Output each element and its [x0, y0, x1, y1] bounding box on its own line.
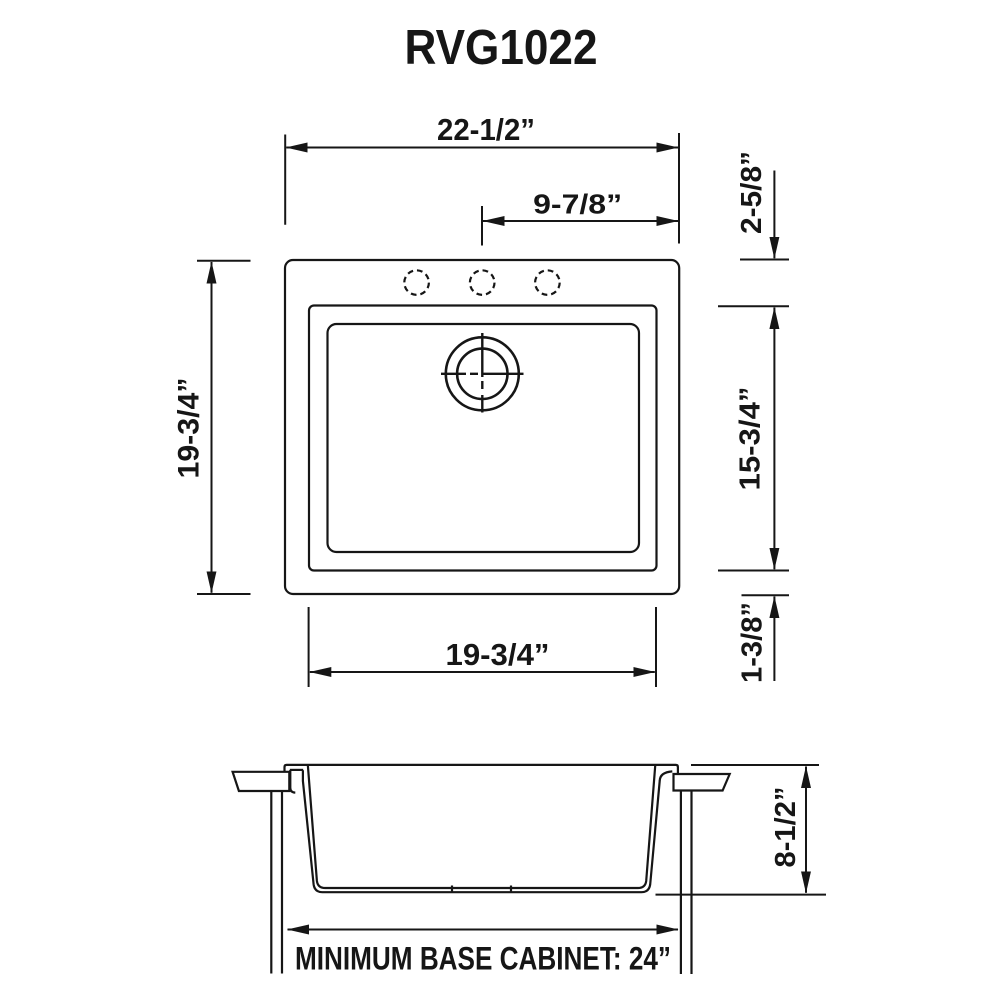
svg-text:22-1/2”: 22-1/2”: [437, 112, 535, 147]
svg-text:8-1/2”: 8-1/2”: [770, 787, 802, 868]
svg-text:MINIMUM BASE CABINET: 24”: MINIMUM BASE CABINET: 24”: [295, 941, 671, 977]
svg-text:15-3/4”: 15-3/4”: [735, 387, 767, 491]
svg-text:19-3/4”: 19-3/4”: [173, 378, 206, 479]
svg-text:9-7/8”: 9-7/8”: [533, 189, 622, 220]
svg-text:RVG1022: RVG1022: [405, 21, 598, 75]
svg-text:1-3/8”: 1-3/8”: [737, 602, 769, 683]
svg-text:2-5/8”: 2-5/8”: [736, 151, 768, 234]
svg-text:19-3/4”: 19-3/4”: [446, 637, 550, 672]
